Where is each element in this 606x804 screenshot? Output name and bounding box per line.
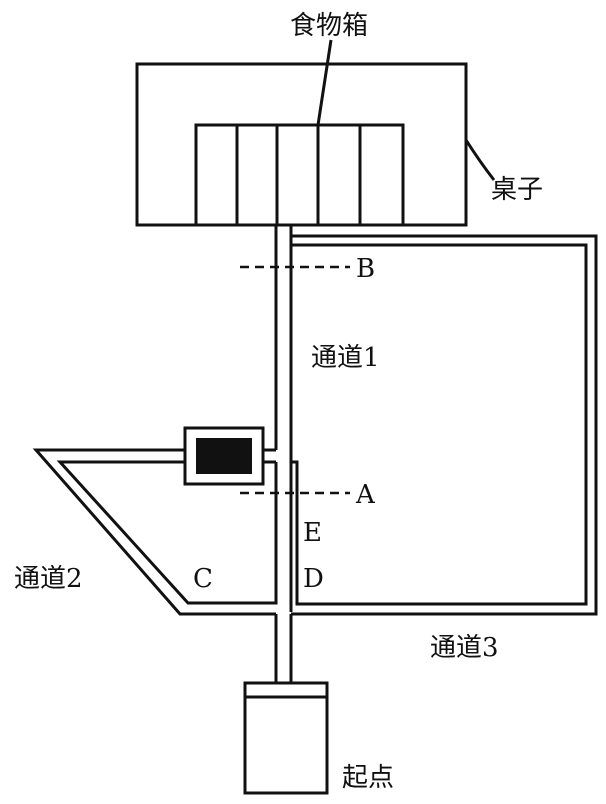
point-b-label: B xyxy=(356,254,375,284)
point-d-label: D xyxy=(303,564,324,594)
food-box-leader-line xyxy=(316,39,333,126)
channel2-inner-wall xyxy=(56,460,278,605)
start-box xyxy=(243,681,329,795)
food-box xyxy=(194,123,405,227)
table-leader-line xyxy=(464,139,496,181)
channel3-outer-wall xyxy=(291,234,598,616)
channel3-label: 通道3 xyxy=(430,633,499,663)
channel2-outer-wall xyxy=(32,448,276,616)
gate-block xyxy=(196,438,252,474)
food-box-label: 食物箱 xyxy=(290,11,368,41)
point-e-label: E xyxy=(303,518,322,548)
channel2-label: 通道2 xyxy=(14,564,83,594)
start-label: 起点 xyxy=(342,763,394,793)
channel3-inner-wall xyxy=(291,243,588,606)
channel1-label: 通道1 xyxy=(311,343,380,373)
point-a-label: A xyxy=(355,480,376,510)
table-label: 桌子 xyxy=(491,175,543,205)
point-c-label: C xyxy=(193,564,213,594)
